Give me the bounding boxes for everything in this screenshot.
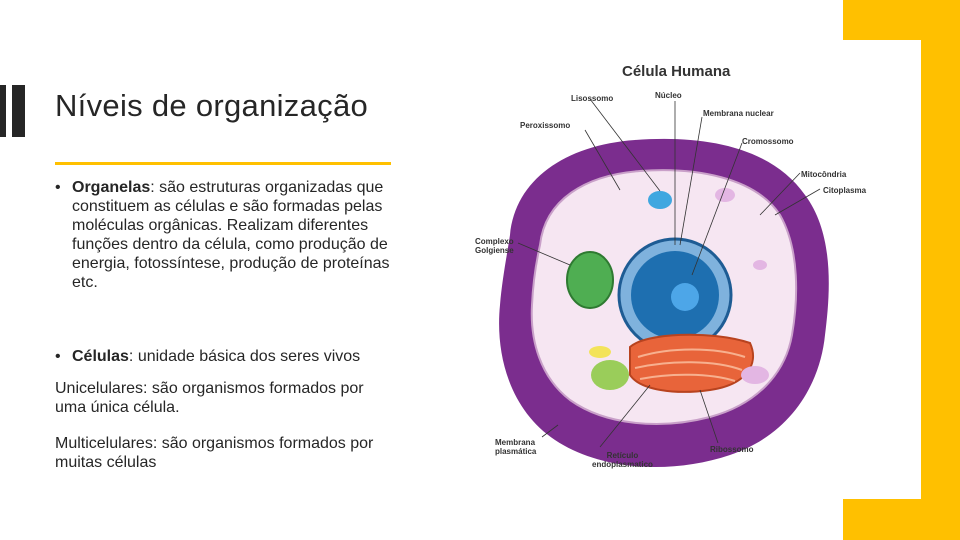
mitochondrion [591, 360, 629, 390]
paragraph-multicelulares: Multicelulares: são organismos formados … [55, 434, 395, 472]
label-membrana-plasmatica: Membrana plasmática [495, 438, 536, 456]
title-marker [12, 85, 25, 137]
accent-bar-bottom [843, 499, 960, 540]
bullet-content: Organelas: são estruturas organizadas qu… [72, 178, 415, 292]
label-line: Golgiense [475, 246, 514, 255]
label-citoplasma: Citoplasma [823, 186, 866, 195]
bullet-icon: • [55, 178, 72, 292]
bullet-term: Organelas [72, 179, 150, 196]
label-complexo-golgiense: Complexo Golgiense [475, 237, 514, 255]
page-title: Níveis de organização [55, 88, 368, 124]
bullet-celulas: • Células: unidade básica dos seres vivo… [55, 347, 415, 366]
label-reticulo-endoplasmatico: Retículo endoplasmatico [592, 451, 653, 469]
label-line: endoplasmatico [592, 460, 653, 469]
label-membrana-nuclear: Membrana nuclear [703, 109, 774, 118]
bullet-icon: • [55, 347, 72, 366]
bullet-organelas: • Organelas: são estruturas organizadas … [55, 178, 415, 292]
accent-bar-right [921, 0, 960, 540]
bullet-term: Células [72, 348, 129, 365]
label-line: Retículo [592, 451, 653, 460]
label-lisossomo: Lisossomo [571, 94, 613, 103]
label-mitocondria: Mitocôndria [801, 170, 846, 179]
cell-diagram [499, 139, 829, 467]
nucleolus [671, 283, 699, 311]
label-nucleo: Núcleo [655, 91, 682, 100]
vesicle [715, 188, 735, 202]
figure-title: Célula Humana [622, 63, 730, 80]
label-peroxissomo: Peroxissomo [520, 121, 570, 130]
label-line: Complexo [475, 237, 514, 246]
bullet-content: Células: unidade básica dos seres vivos [72, 347, 360, 366]
peroxisome [741, 366, 769, 384]
label-cromossomo: Cromossomo [742, 137, 794, 146]
lysosome [648, 191, 672, 209]
golgi-complex [630, 335, 753, 392]
vesicle [753, 260, 767, 270]
label-line: plasmática [495, 447, 536, 456]
title-underline [55, 162, 391, 165]
label-ribossomo: Ribossomo [710, 445, 754, 454]
paragraph-unicelulares: Unicelulares: são organismos formados po… [55, 379, 395, 417]
mitochondrion [567, 252, 613, 308]
vesicle [589, 346, 611, 358]
label-line: Membrana [495, 438, 536, 447]
title-marker [0, 85, 6, 137]
bullet-text: : unidade básica dos seres vivos [129, 348, 360, 365]
